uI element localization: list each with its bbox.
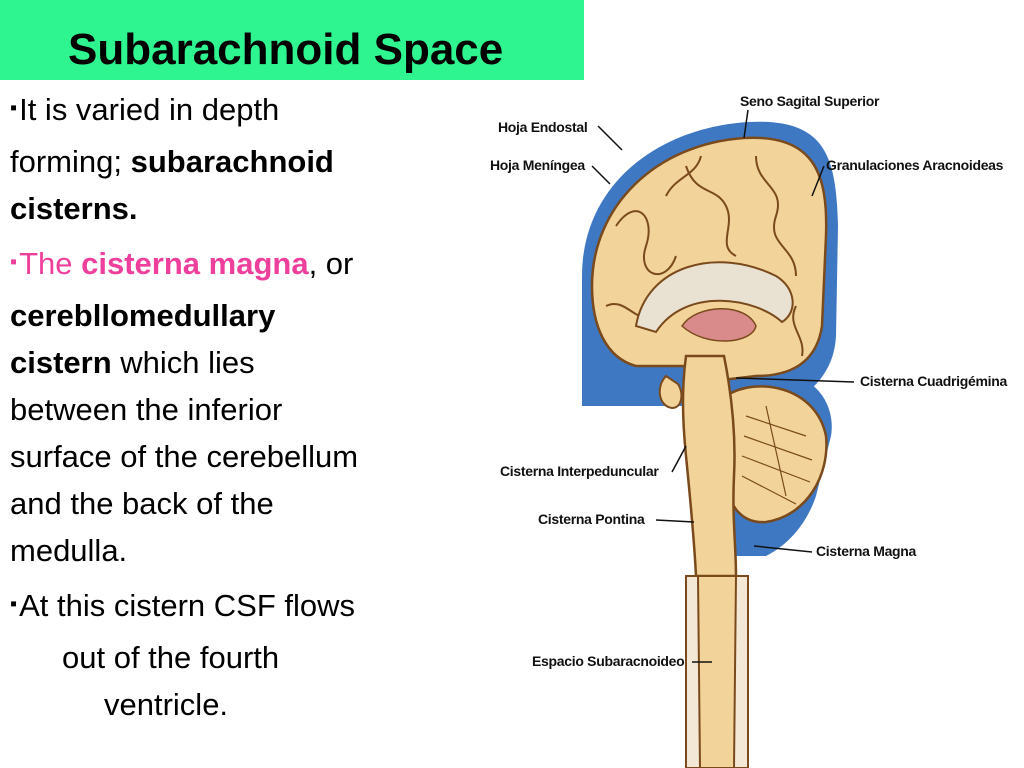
label-interpeduncular: Cisterna Interpeduncular (500, 463, 659, 479)
bullet-2-lead: The (19, 246, 82, 281)
bullet-2-line-6: and the back of the (10, 486, 274, 521)
bullet-1-term: subarachnoid (130, 144, 334, 179)
bullet-2-line-5: surface of the cerebellum (10, 439, 359, 474)
label-magna: Cisterna Magna (816, 543, 917, 559)
bullet-1-term-end: cisterns. (10, 191, 138, 226)
bullet-2-term: cerebllomedullary (10, 298, 276, 333)
label-meningea: Hoja Meníngea (490, 157, 585, 173)
bullet-2: ▪The cisterna magna, or cerebllomedullar… (10, 240, 480, 574)
corpus-callosum (634, 261, 794, 334)
bullet-1: ▪It is varied in depth forming; subarach… (10, 86, 480, 232)
brainstem (681, 354, 738, 578)
bullet-1-line-2: forming; (10, 144, 131, 179)
bullet-2-line-4: between the inferior (10, 392, 283, 427)
slide-body: ▪It is varied in depth forming; subarach… (10, 86, 480, 728)
label-seno: Seno Sagital Superior (740, 93, 880, 109)
bullet-3-line-3: ventricle. (104, 687, 229, 722)
bullet-2-line-7: medulla. (10, 533, 128, 568)
thalamus (681, 308, 757, 342)
cerebellar-folia (741, 405, 813, 505)
pituitary (658, 374, 683, 410)
bullet-2-term-cistern: cistern (10, 345, 112, 380)
title-bar: Subarachnoid Space (0, 0, 584, 80)
bullet-marker: ▪ (10, 593, 18, 615)
figure-labels: Seno Sagital Superior Hoja Endostal Hoja… (490, 93, 1008, 669)
bullet-3-line-2: out of the fourth (62, 640, 280, 675)
bullet-marker: ▪ (10, 97, 18, 119)
label-pontina: Cisterna Pontina (538, 511, 645, 527)
label-endostal: Hoja Endostal (498, 119, 587, 135)
bullet-marker: ▪ (10, 251, 18, 273)
label-cuadrigemina: Cisterna Cuadrigémina (860, 373, 1007, 389)
bullet-1-line-1: It is varied in depth (19, 92, 280, 127)
label-granulaciones: Granulaciones Aracnoideas (826, 157, 1004, 173)
spinal-cord (696, 575, 738, 768)
bullet-2-line-3: which lies (111, 345, 255, 380)
brain-sagittal-figure: Seno Sagital Superior Hoja Endostal Hoja… (490, 93, 1008, 768)
bullet-3: ▪At this cistern CSF flows (10, 582, 480, 634)
slide-title: Subarachnoid Space (68, 25, 504, 74)
bullet-3-line-1: At this cistern CSF flows (19, 588, 356, 623)
label-espacio: Espacio Subaracnoideo (532, 653, 684, 669)
bullet-2-or: , or (308, 246, 354, 281)
bullet-2-highlight: cisterna magna (81, 246, 309, 281)
